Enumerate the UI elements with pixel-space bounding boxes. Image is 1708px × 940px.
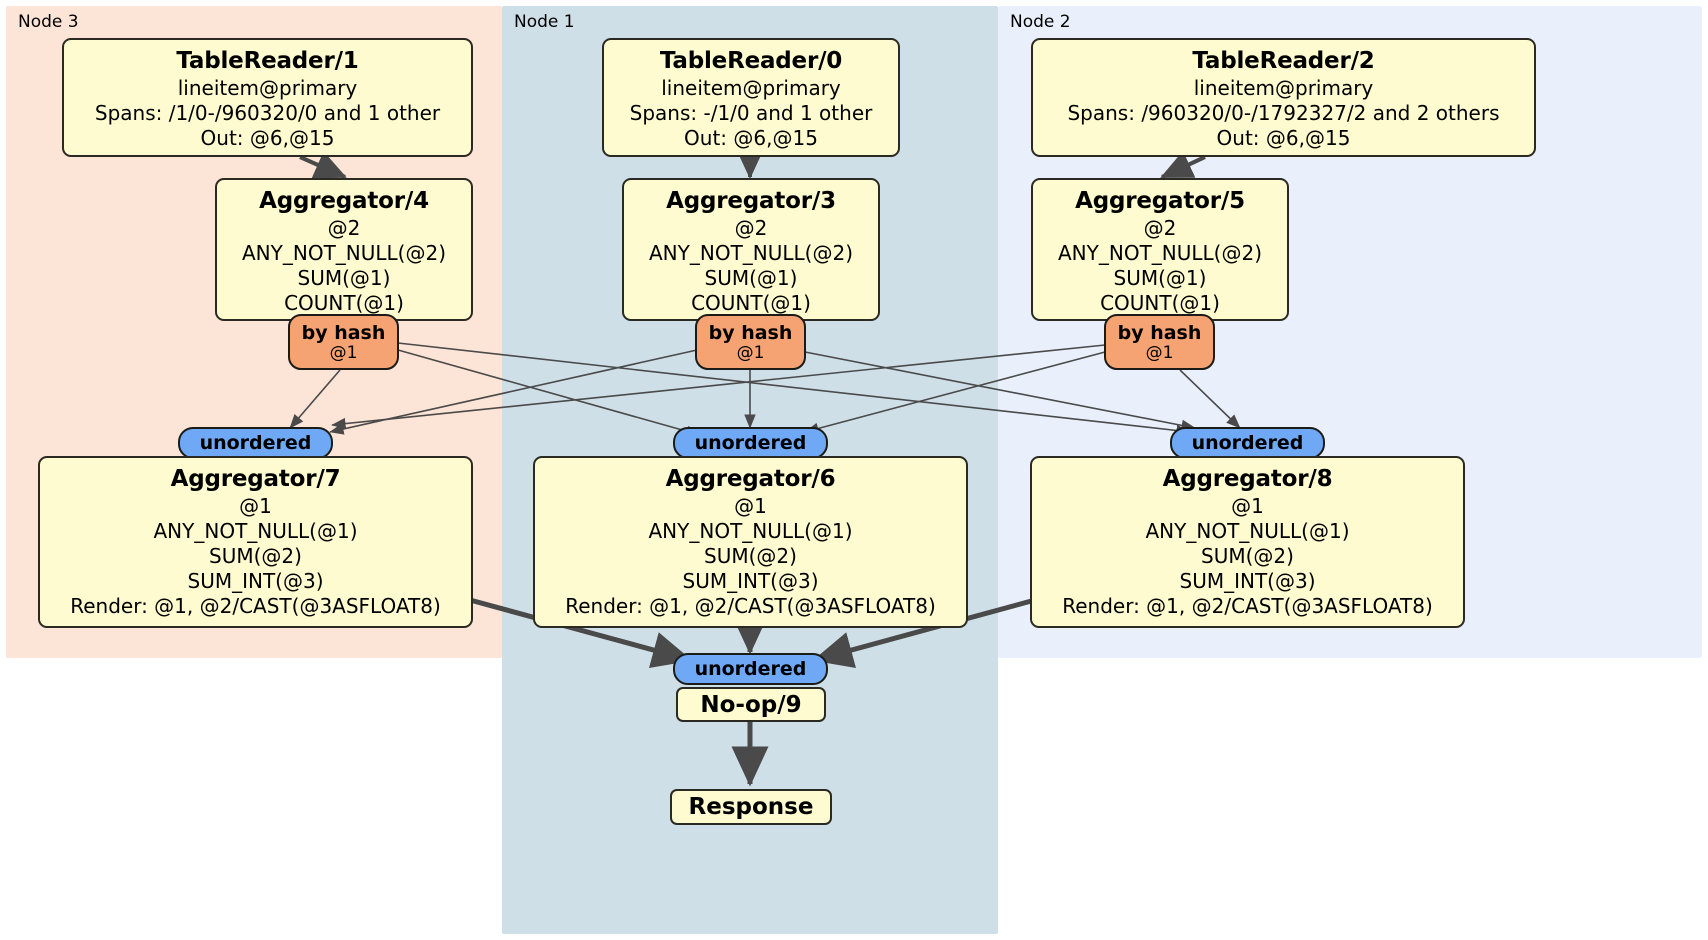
processor-title: Response (688, 794, 814, 820)
processor-title: Aggregator/8 (1162, 466, 1333, 492)
processor-title: Aggregator/3 (666, 188, 836, 214)
node-panel-label-node3: Node 3 (18, 12, 79, 32)
router-sublabel: @1 (736, 343, 765, 363)
processor-line: ANY_NOT_NULL(@2) (1058, 241, 1262, 265)
processor-line: @1 (239, 494, 272, 518)
processor-line: ANY_NOT_NULL(@1) (648, 519, 853, 543)
router-sublabel: @1 (1145, 343, 1174, 363)
processor-aggregator-3[interactable]: Aggregator/3 @2 ANY_NOT_NULL(@2) SUM(@1)… (622, 178, 880, 321)
processor-title: Aggregator/5 (1075, 188, 1245, 214)
processor-line: Out: @6,@15 (1216, 126, 1351, 150)
processor-line: SUM(@1) (297, 266, 391, 290)
processor-line: Render: @1, @2/CAST(@3ASFLOAT8) (1062, 594, 1433, 618)
processor-title: Aggregator/6 (665, 466, 836, 492)
processor-title: Aggregator/4 (259, 188, 429, 214)
router-by-hash-3[interactable]: by hash @1 (695, 314, 806, 370)
processor-line: lineitem@primary (177, 76, 358, 100)
processor-aggregator-6[interactable]: Aggregator/6 @1 ANY_NOT_NULL(@1) SUM(@2)… (533, 456, 968, 628)
processor-line: Out: @6,@15 (684, 126, 818, 150)
processor-title: Aggregator/7 (170, 466, 341, 492)
processor-line: SUM(@2) (209, 544, 302, 568)
processor-response[interactable]: Response (670, 789, 832, 825)
processor-line: COUNT(@1) (284, 291, 404, 315)
processor-title: TableReader/1 (176, 48, 359, 74)
processor-line: @2 (734, 216, 768, 240)
processor-line: COUNT(@1) (691, 291, 811, 315)
synchronizer-unordered-7[interactable]: unordered (178, 427, 333, 459)
processor-table-reader-2[interactable]: TableReader/2 lineitem@primary Spans: /9… (1031, 38, 1536, 157)
processor-aggregator-4[interactable]: Aggregator/4 @2 ANY_NOT_NULL(@2) SUM(@1)… (215, 178, 473, 321)
processor-title: No-op/9 (700, 691, 802, 718)
processor-line: SUM_INT(@3) (682, 569, 819, 593)
processor-line: Spans: /1/0-/960320/0 and 1 other (94, 101, 441, 125)
processor-aggregator-7[interactable]: Aggregator/7 @1 ANY_NOT_NULL(@1) SUM(@2)… (38, 456, 473, 628)
processor-line: @2 (327, 216, 361, 240)
router-by-hash-4[interactable]: by hash @1 (288, 314, 399, 370)
synchronizer-label: unordered (1191, 431, 1304, 454)
processor-line: lineitem@primary (1193, 76, 1374, 100)
router-sublabel: @1 (329, 343, 358, 363)
synchronizer-unordered-9[interactable]: unordered (673, 653, 828, 685)
router-label: by hash (1117, 322, 1202, 344)
processor-title: TableReader/2 (1192, 48, 1375, 74)
processor-line: Render: @1, @2/CAST(@3ASFLOAT8) (70, 594, 441, 618)
node-panel-label-node2: Node 2 (1010, 12, 1071, 32)
synchronizer-label: unordered (694, 431, 807, 454)
processor-line: SUM(@2) (704, 544, 797, 568)
processor-line: Spans: -/1/0 and 1 other (629, 101, 873, 125)
processor-line: SUM(@1) (1113, 266, 1207, 290)
processor-line: ANY_NOT_NULL(@2) (242, 241, 446, 265)
processor-line: Spans: /960320/0-/1792327/2 and 2 others (1067, 101, 1500, 125)
synchronizer-label: unordered (199, 431, 312, 454)
processor-line: SUM(@1) (704, 266, 798, 290)
processor-line: Render: @1, @2/CAST(@3ASFLOAT8) (565, 594, 936, 618)
processor-line: ANY_NOT_NULL(@1) (153, 519, 358, 543)
processor-line: @2 (1143, 216, 1177, 240)
processor-line: @1 (734, 494, 767, 518)
synchronizer-unordered-6[interactable]: unordered (673, 427, 828, 459)
processor-line: lineitem@primary (661, 76, 841, 100)
processor-line: SUM_INT(@3) (1179, 569, 1316, 593)
processor-aggregator-5[interactable]: Aggregator/5 @2 ANY_NOT_NULL(@2) SUM(@1)… (1031, 178, 1289, 321)
processor-table-reader-1[interactable]: TableReader/1 lineitem@primary Spans: /1… (62, 38, 473, 157)
processor-table-reader-0[interactable]: TableReader/0 lineitem@primary Spans: -/… (602, 38, 900, 157)
processor-line: SUM_INT(@3) (187, 569, 324, 593)
processor-title: TableReader/0 (659, 48, 843, 74)
processor-noop-9[interactable]: No-op/9 (676, 687, 826, 722)
router-by-hash-5[interactable]: by hash @1 (1104, 314, 1215, 370)
processor-aggregator-8[interactable]: Aggregator/8 @1 ANY_NOT_NULL(@1) SUM(@2)… (1030, 456, 1465, 628)
synchronizer-label: unordered (694, 657, 807, 680)
processor-line: COUNT(@1) (1100, 291, 1220, 315)
processor-line: ANY_NOT_NULL(@2) (649, 241, 853, 265)
router-label: by hash (708, 322, 793, 344)
router-label: by hash (301, 322, 386, 344)
processor-line: SUM(@2) (1201, 544, 1294, 568)
node-panel-label-node1: Node 1 (514, 12, 575, 32)
processor-line: @1 (1231, 494, 1264, 518)
processor-line: ANY_NOT_NULL(@1) (1145, 519, 1350, 543)
processor-line: Out: @6,@15 (200, 126, 335, 150)
synchronizer-unordered-8[interactable]: unordered (1170, 427, 1325, 459)
